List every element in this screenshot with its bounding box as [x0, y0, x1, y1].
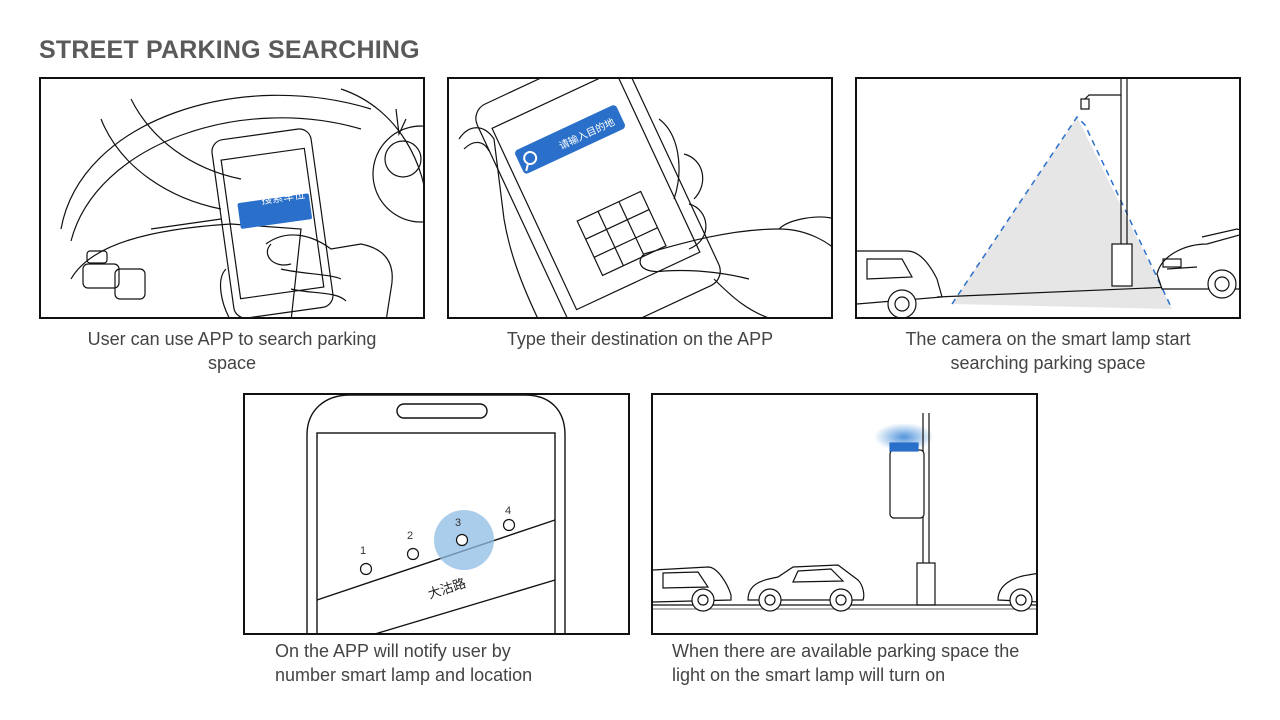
panel-4-caption: On the APP will notify user by number sm…: [275, 641, 533, 685]
destination-typing-illustration: [458, 79, 831, 317]
phone-in-car-illustration: [60, 88, 423, 317]
storyboard-panel-5: [651, 393, 1038, 635]
lamp-marker-1: [359, 562, 373, 576]
lamp-light-glow: [874, 423, 934, 451]
lamp-number-1: 1: [360, 545, 367, 557]
camera-view-boundary: [951, 115, 1173, 310]
destination-search-box-shape: [515, 105, 625, 174]
lamp-light-on-illustration: [653, 413, 1036, 612]
lamp-marker-2: [406, 547, 420, 561]
lamp-camera-scan-illustration: [857, 79, 1239, 317]
panel-5-caption: When there are available parking space t…: [672, 641, 1020, 685]
lamp-number-3: 3: [455, 517, 462, 529]
lamp-marker-3: [455, 533, 469, 547]
search-icon-handle: [525, 164, 529, 172]
storyboard-panel-3: [855, 77, 1241, 319]
lamp-number-2: 2: [407, 530, 414, 542]
lamp-marker-4: [502, 518, 516, 532]
app-map-illustration: [306, 395, 566, 633]
panel-2-caption: Type their destination on the APP: [506, 329, 774, 349]
storyboard-panel-1: 搜索车位: [39, 77, 425, 319]
camera-view-area: [952, 117, 1172, 309]
storyboard-panel-4: 1 2 3 4 大沽路: [243, 393, 630, 635]
panel-1-caption: User can use APP to search parking space: [87, 329, 377, 373]
search-parking-button-shape: [237, 193, 312, 229]
storyboard-panel-2: 请输入目的地: [447, 77, 833, 319]
lamp-number-4: 4: [505, 505, 512, 517]
panel-3-caption: The camera on the smart lamp start searc…: [905, 329, 1191, 373]
search-icon: [523, 151, 538, 166]
page-title: STREET PARKING SEARCHING: [39, 36, 420, 64]
